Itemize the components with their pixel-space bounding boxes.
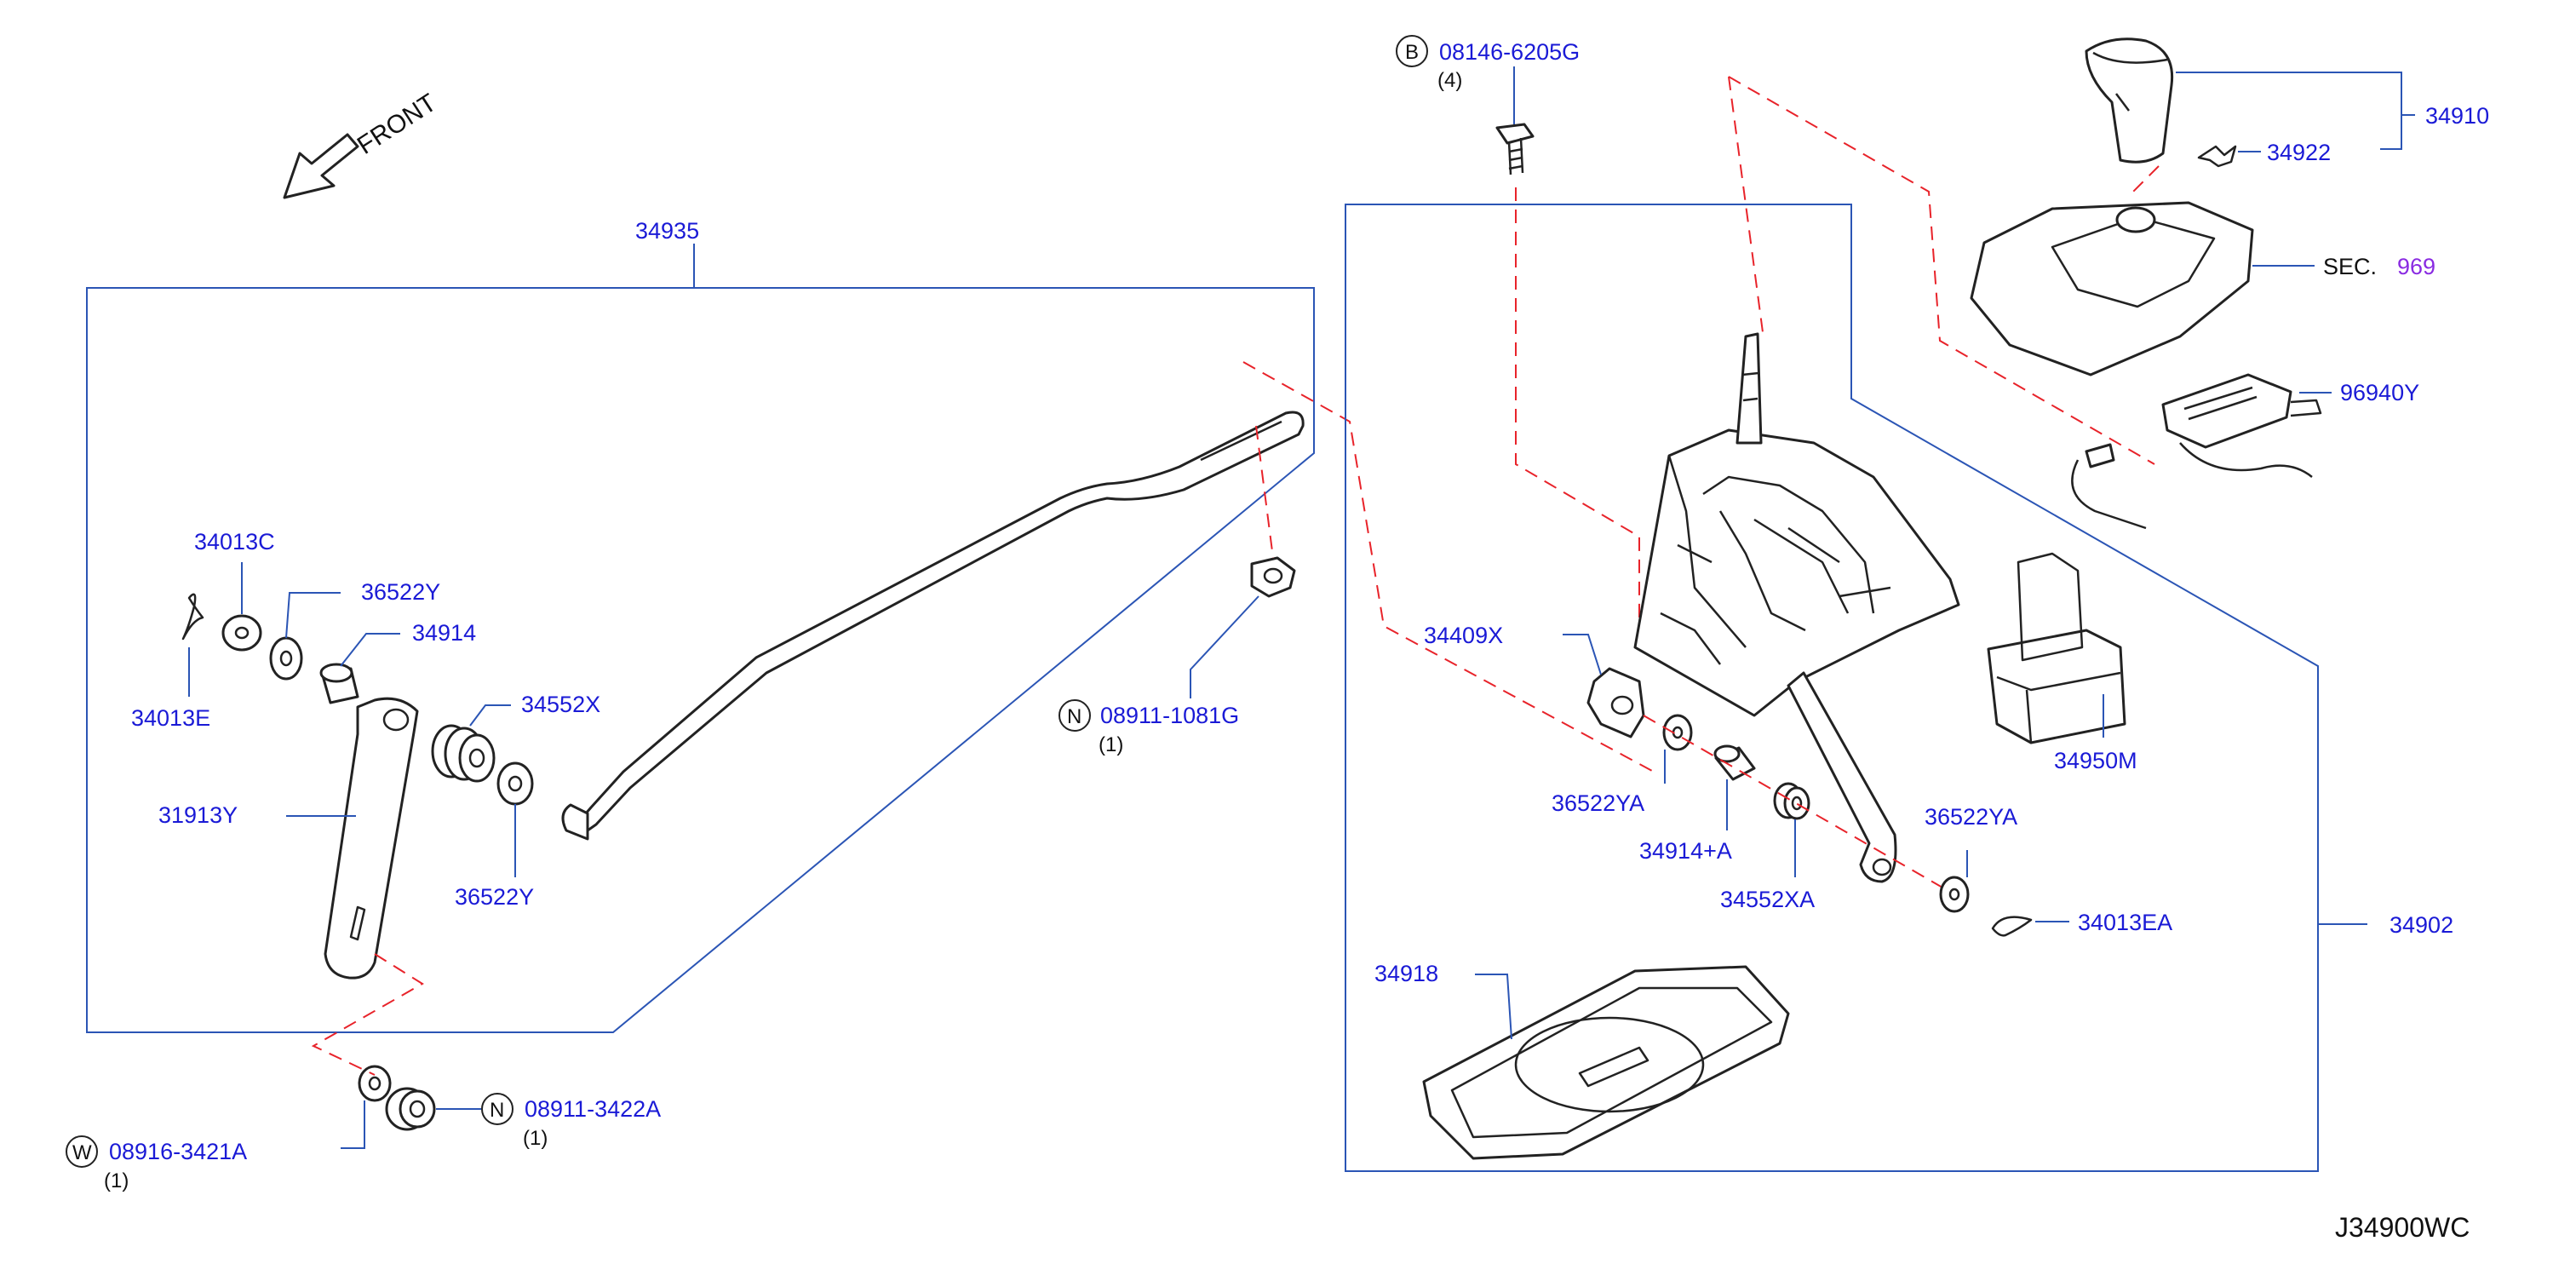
- label-34922: 34922: [2267, 140, 2331, 165]
- qty-08146-6205g: (4): [1437, 69, 1462, 92]
- label-36522ya-b: 36522YA: [1925, 804, 2017, 830]
- label-34409x: 34409X: [1424, 623, 1503, 648]
- label-sec-value: 969: [2397, 254, 2435, 279]
- clip-34013e: [181, 593, 204, 641]
- washer-08916-3421a: [358, 1065, 392, 1102]
- label-31913y: 31913Y: [158, 802, 238, 828]
- qty-08916-3421a: (1): [104, 1169, 129, 1192]
- circle-n-2: [481, 1093, 513, 1125]
- bushing-34914: [319, 663, 359, 704]
- label-34910: 34910: [2425, 103, 2489, 129]
- label-08911-1081g: 08911-1081G: [1100, 703, 1239, 728]
- box-34902: [1345, 204, 2319, 1172]
- shift-control-device: [1633, 332, 1960, 883]
- finisher-sec969: [1970, 201, 2254, 376]
- label-34552x: 34552X: [521, 692, 600, 717]
- label-36522ya-a: 36522YA: [1552, 790, 1644, 816]
- circle-w: [66, 1135, 98, 1168]
- label-34552xa: 34552XA: [1720, 887, 1815, 912]
- label-34902: 34902: [2390, 912, 2453, 938]
- front-arrow-icon: [283, 133, 359, 199]
- dash-rod-nut: [1242, 361, 1653, 772]
- leader-08911-1081g: [1190, 595, 1259, 698]
- label-36522y-a: 36522Y: [361, 579, 440, 605]
- lever-31913y: [324, 697, 419, 980]
- circle-n-1: [1059, 699, 1091, 732]
- dash-knob-lever: [1728, 76, 2155, 465]
- clip-34013ea: [1991, 916, 2033, 937]
- dash-rod-end: [1255, 425, 1274, 559]
- leader-34918: [1475, 974, 1512, 1040]
- washer-36522y-b-hole: [508, 775, 523, 792]
- washer-34013c-hole: [234, 626, 250, 640]
- front-label: FRONT: [353, 89, 442, 160]
- qty-08911-3422a: (1): [523, 1127, 548, 1150]
- circle-b: [1396, 35, 1428, 67]
- label-34918: 34918: [1374, 961, 1438, 986]
- circle-letter-n-1: N: [1067, 705, 1081, 728]
- bracket-34409x: [1586, 667, 1645, 738]
- leader-36522y-a: [285, 592, 341, 639]
- leader-34552x: [469, 704, 511, 727]
- leader-34910: [2176, 72, 2415, 150]
- dash-knob-boot: [2132, 165, 2160, 192]
- label-08911-3422a: 08911-3422A: [525, 1096, 661, 1122]
- leader-08916-3421a: [341, 1100, 365, 1149]
- label-36522y-b: 36522Y: [455, 884, 534, 910]
- plate-34918: [1422, 965, 1790, 1160]
- label-34950m: 34950M: [2054, 748, 2137, 773]
- drawing-code: J34900WC: [2335, 1212, 2470, 1243]
- washer-36522ya-b-hole: [1948, 888, 1960, 901]
- module-34950m: [1987, 552, 2126, 744]
- dash-lever-nut: [311, 953, 424, 1076]
- bushing-34914-a: [1713, 744, 1756, 781]
- label-34935: 34935: [635, 218, 699, 244]
- washer-36522ya-b: [1939, 876, 1970, 913]
- label-08916-3421a: 08916-3421A: [109, 1139, 247, 1164]
- washer-36522y-a-hole: [279, 650, 293, 667]
- bushing-34552xa: [1773, 782, 1810, 820]
- shift-control-rod: [561, 411, 1305, 841]
- label-96940y: 96940Y: [2340, 380, 2419, 405]
- nut-08911-1081g: [1250, 556, 1296, 598]
- washer-34013c: [221, 614, 262, 652]
- circle-letter-w: W: [72, 1141, 92, 1164]
- dash-bolt-device: [1515, 187, 1640, 632]
- box-34935: [86, 287, 1315, 1033]
- label-34013e: 34013E: [131, 705, 210, 731]
- washer-36522ya-a: [1662, 714, 1693, 751]
- label-34914-a: 34914+A: [1639, 838, 1732, 864]
- label-34914: 34914: [412, 620, 476, 646]
- bushing-34552x: [431, 724, 496, 783]
- clip-34922: [2197, 145, 2237, 168]
- qty-08911-1081g: (1): [1099, 733, 1123, 756]
- label-34013c: 34013C: [194, 529, 275, 554]
- bolt-08146-6205g: [1495, 123, 1535, 175]
- label-sec-prefix: SEC.: [2323, 254, 2377, 279]
- washer-36522y-a: [269, 636, 303, 681]
- knob-34910: [2085, 37, 2174, 164]
- nut-08911-3422a: [385, 1087, 436, 1131]
- indicator-96940y: [2071, 373, 2322, 530]
- washer-08916-3421a-hole: [368, 1076, 382, 1091]
- label-08146-6205g: 08146-6205G: [1439, 39, 1580, 65]
- circle-letter-n-2: N: [490, 1099, 504, 1122]
- leader-34409x: [1563, 634, 1602, 675]
- washer-36522y-b: [496, 761, 534, 806]
- leader-34914: [340, 633, 400, 667]
- circle-letter-b: B: [1405, 41, 1419, 64]
- dash-bushing-line: [1643, 715, 1955, 895]
- label-34013ea: 34013EA: [2078, 910, 2172, 935]
